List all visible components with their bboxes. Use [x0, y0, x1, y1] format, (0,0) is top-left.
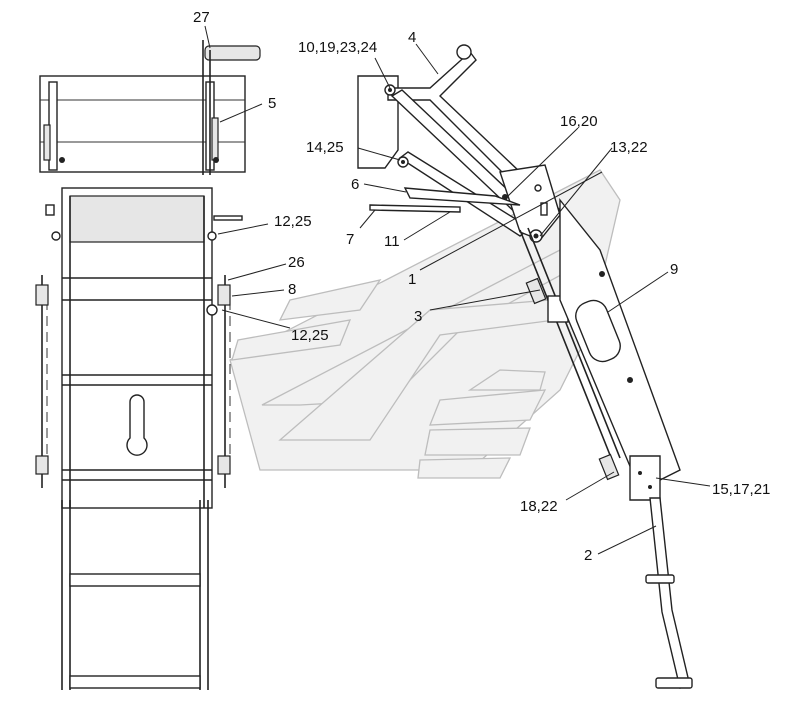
callout-3: 3 [414, 308, 422, 325]
callout-15-17-21: 15,17,21 [712, 481, 770, 498]
handle-grip [204, 45, 261, 61]
callout-12-25-upper: 12,25 [274, 213, 312, 230]
callout-2: 2 [584, 547, 592, 564]
callout-18-22: 18,22 [520, 498, 558, 515]
callout-16-20: 16,20 [560, 113, 598, 130]
callout-13-22: 13,22 [610, 139, 648, 156]
callout-27: 27 [193, 9, 210, 26]
callout-1: 1 [408, 271, 416, 288]
callout-11: 11 [384, 233, 400, 250]
callout-labels: 27 5 10,19,23,24 4 16,20 14,25 13,22 6 7… [193, 9, 770, 564]
callout-9: 9 [670, 261, 678, 278]
callout-12-25-lower: 12,25 [291, 327, 329, 344]
cab-body-background [229, 169, 621, 479]
keyhole-slot [126, 394, 148, 456]
callout-7: 7 [346, 231, 354, 248]
side-view-mechanism [357, 44, 693, 689]
callout-6: 6 [351, 176, 359, 193]
callout-4: 4 [408, 29, 416, 46]
callout-5: 5 [268, 95, 276, 112]
callout-10-19-23-24: 10,19,23,24 [298, 39, 377, 56]
callout-14-25: 14,25 [306, 139, 344, 156]
front-view-ladder [35, 40, 261, 690]
leader-lines [204, 25, 711, 555]
callout-26: 26 [288, 254, 305, 271]
callout-8: 8 [288, 281, 296, 298]
